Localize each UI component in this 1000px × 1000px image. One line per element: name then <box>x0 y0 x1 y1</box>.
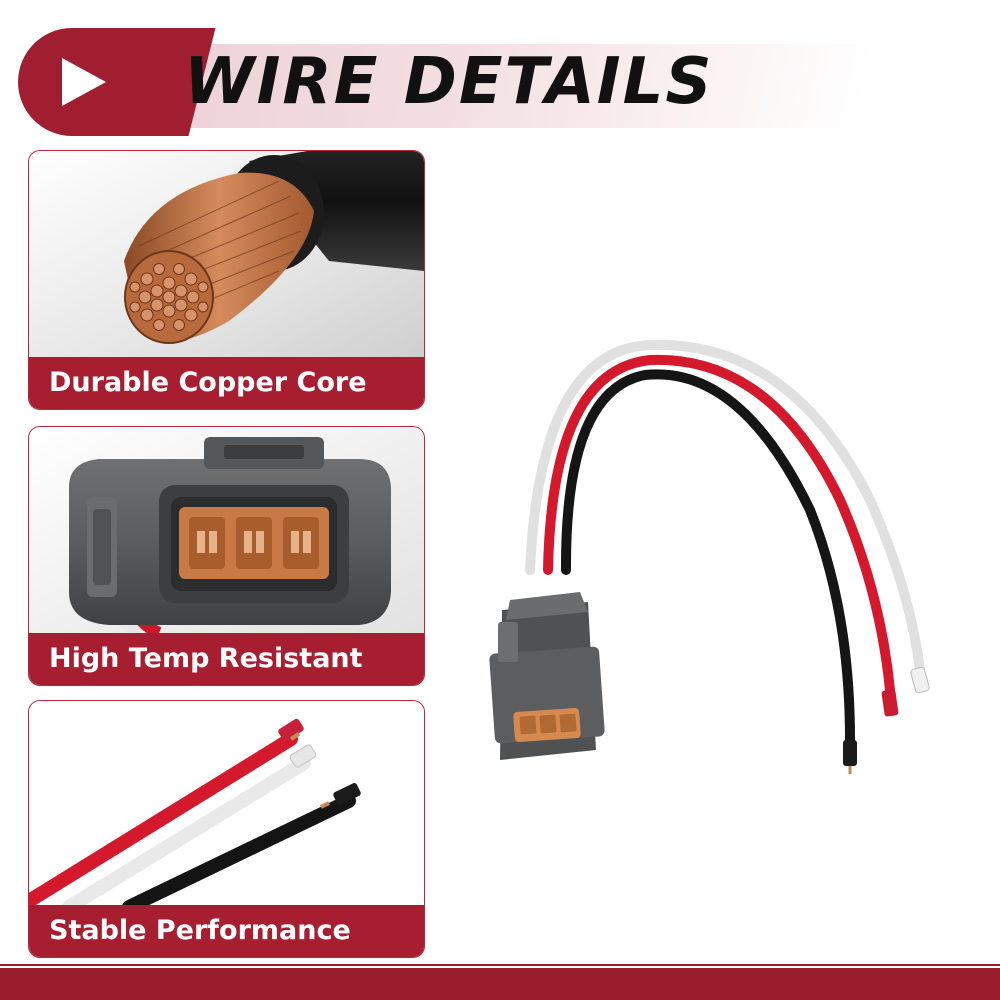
pigtail-connector-harness-image <box>489 339 930 774</box>
connector-plug-image <box>29 427 424 633</box>
header-banner: WIRE DETAILS <box>18 28 877 136</box>
feature-label: High Temp Resistant <box>29 633 424 685</box>
feature-label: Durable Copper Core <box>29 357 424 409</box>
page-title: WIRE DETAILS <box>184 45 714 119</box>
play-icon <box>62 58 106 106</box>
feature-label: Stable Performance <box>29 905 424 957</box>
feature-card-copper-core: Durable Copper Core <box>28 150 425 410</box>
wire-leads-image <box>29 701 424 905</box>
copper-wire-core-image <box>29 151 424 357</box>
footer-bar <box>0 964 1000 1000</box>
feature-card-high-temp: High Temp Resistant <box>28 426 425 686</box>
feature-card-stable-performance: Stable Performance <box>28 700 425 958</box>
